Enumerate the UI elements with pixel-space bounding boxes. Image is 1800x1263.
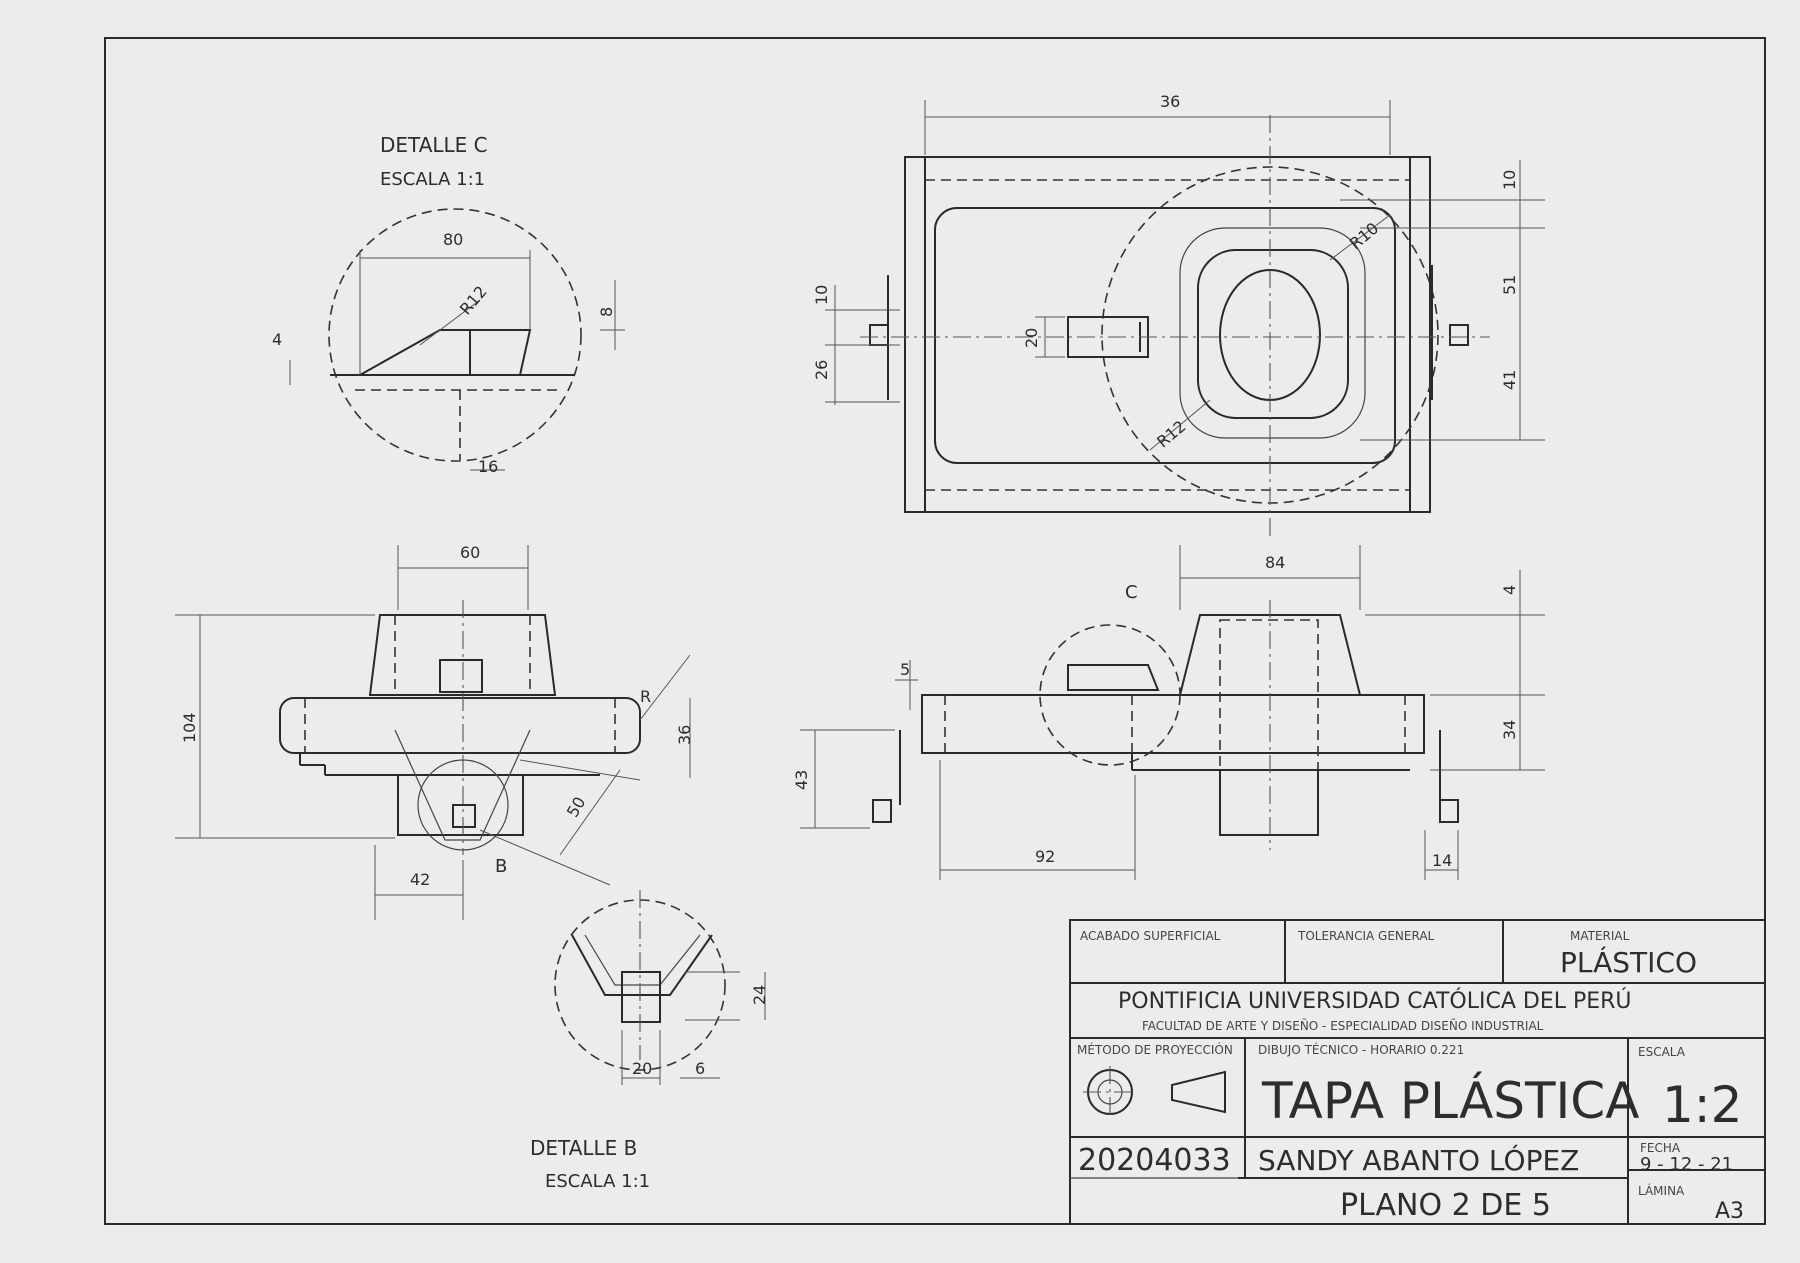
side-view: C 84 4 34 5 43 92 14 — [792, 545, 1545, 880]
detail-c-dim-bottom: 16 — [478, 457, 498, 476]
side-dim-l5: 5 — [900, 660, 910, 679]
front-dim-radius: R — [640, 687, 651, 706]
detail-b-title: DETALLE B — [530, 1136, 637, 1160]
detail-c-title: DETALLE C — [380, 133, 488, 157]
tb-code: 20204033 — [1078, 1143, 1231, 1178]
tb-fecha-value: 9 - 12 - 21 — [1640, 1154, 1733, 1175]
tb-faculty: FACULTAD DE ARTE Y DISEÑO - ESPECIALIDAD… — [1142, 1018, 1544, 1033]
front-dim-top: 60 — [460, 543, 480, 562]
tb-plano: PLANO 2 DE 5 — [1340, 1188, 1551, 1223]
top-dim-l10: 10 — [812, 285, 831, 305]
side-dim-top: 84 — [1265, 553, 1285, 572]
tb-university: PONTIFICIA UNIVERSIDAD CATÓLICA DEL PERÚ — [1118, 988, 1632, 1014]
detail-b: 24 20 6 DETALLE B ESCALA 1:1 — [530, 890, 769, 1192]
top-dim-rad1: R10 — [1346, 219, 1382, 254]
tb-acabado: ACABADO SUPERFICIAL — [1080, 929, 1221, 943]
front-dim-bottom: 42 — [410, 870, 430, 889]
side-callout-c: C — [1125, 582, 1138, 603]
top-dim-r41: 41 — [1500, 370, 1519, 390]
detail-c: DETALLE C ESCALA 1:1 80 8 4 R12 16 — [272, 133, 625, 476]
title-block: ACABADO SUPERFICIAL TOLERANCIA GENERAL M… — [1069, 919, 1766, 1225]
side-dim-l43: 43 — [792, 770, 811, 790]
tb-fecha-label: FECHA — [1640, 1141, 1681, 1155]
detail-b-boundary — [554, 899, 726, 1071]
detail-c-scale: ESCALA 1:1 — [380, 169, 485, 190]
detail-c-boundary — [328, 208, 582, 462]
detail-b-scale: ESCALA 1:1 — [545, 1171, 650, 1192]
tb-material-label: MATERIAL — [1570, 929, 1630, 943]
top-dim-r51: 51 — [1500, 275, 1519, 295]
tb-metodo: MÉTODO DE PROYECCIÓN — [1077, 1042, 1233, 1057]
front-dim-diag: 50 — [563, 793, 590, 820]
top-dim-l26: 26 — [812, 360, 831, 380]
tb-lamina-value: A3 — [1715, 1199, 1744, 1224]
side-dim-r34: 34 — [1500, 720, 1519, 740]
detail-c-dim-r: 8 — [597, 307, 616, 317]
side-dim-br: 14 — [1432, 851, 1452, 870]
detail-c-dim-width: 80 — [443, 230, 463, 249]
tb-tolerancia: TOLERANCIA GENERAL — [1297, 929, 1435, 943]
tb-lamina-label: LÁMINA — [1638, 1183, 1685, 1198]
front-callout-b: B — [495, 856, 507, 877]
detail-b-dim-w: 20 — [632, 1059, 652, 1078]
detail-b-dim-h: 24 — [750, 985, 769, 1005]
tb-drawing-title: TAPA PLÁSTICA — [1261, 1071, 1639, 1130]
tb-escala-value: 1:2 — [1662, 1076, 1742, 1134]
tb-author: SANDY ABANTO LÓPEZ — [1258, 1143, 1579, 1177]
side-dim-bottom: 92 — [1035, 847, 1055, 866]
tb-material-value: PLÁSTICO — [1560, 945, 1697, 979]
sheet-border — [104, 37, 1766, 1225]
front-dim-right: 36 — [675, 725, 694, 745]
detail-c-dim-radius: R12 — [456, 282, 491, 318]
top-dim-w20: 20 — [1022, 328, 1041, 348]
top-view: 36 10 51 41 10 26 20 R10 R12 — [812, 92, 1545, 540]
top-dim-r10: 10 — [1500, 170, 1519, 190]
front-view: 60 104 36 R 50 42 B — [175, 543, 694, 920]
front-dim-overall: 104 — [180, 712, 199, 743]
detail-b-dim-gap: 6 — [695, 1059, 705, 1078]
top-dim-top: 36 — [1160, 92, 1180, 111]
tb-escala-label: ESCALA — [1638, 1045, 1686, 1059]
side-dim-r4: 4 — [1500, 585, 1519, 595]
detail-c-dim-l: 4 — [272, 330, 282, 349]
tb-course: DIBUJO TÉCNICO - HORARIO 0.221 — [1258, 1042, 1464, 1057]
